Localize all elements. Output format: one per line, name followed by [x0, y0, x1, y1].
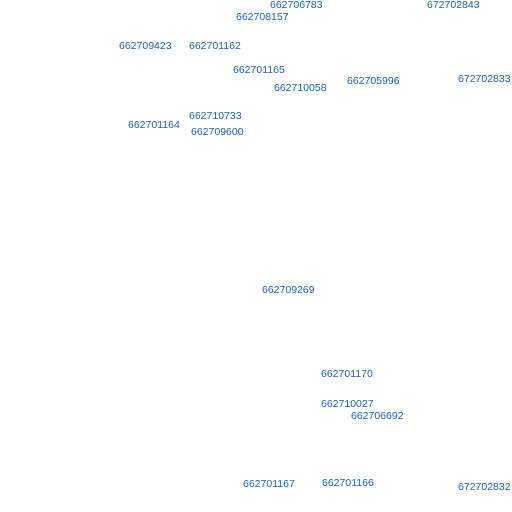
parcel-label[interactable]: 662701170 [321, 368, 373, 380]
parcel-label[interactable]: 662709423 [119, 40, 172, 52]
parcel-label[interactable]: 672702843 [427, 0, 480, 11]
parcel-label[interactable]: 662705996 [347, 75, 400, 87]
parcel-label[interactable]: 662701164 [128, 119, 180, 131]
parcel-label[interactable]: 672702832 [458, 481, 511, 493]
parcel-label[interactable]: 662710058 [274, 82, 327, 94]
parcel-label[interactable]: 662701162 [189, 40, 241, 52]
parcel-label[interactable]: 662701165 [233, 64, 285, 76]
parcel-label[interactable]: 672702833 [458, 73, 511, 85]
parcel-label[interactable]: 662709269 [262, 284, 315, 296]
parcel-label[interactable]: 662710733 [189, 110, 242, 122]
parcel-label[interactable]: 662708157 [236, 11, 289, 23]
parcel-label[interactable]: 662710027 [321, 398, 374, 410]
parcel-label[interactable]: 662709600 [191, 126, 244, 138]
parcel-label[interactable]: 662701166 [322, 477, 374, 489]
parcel-label[interactable]: 662701167 [243, 478, 295, 490]
parcel-label[interactable]: 662706692 [351, 410, 404, 422]
parcel-label[interactable]: 662706783 [270, 0, 323, 11]
